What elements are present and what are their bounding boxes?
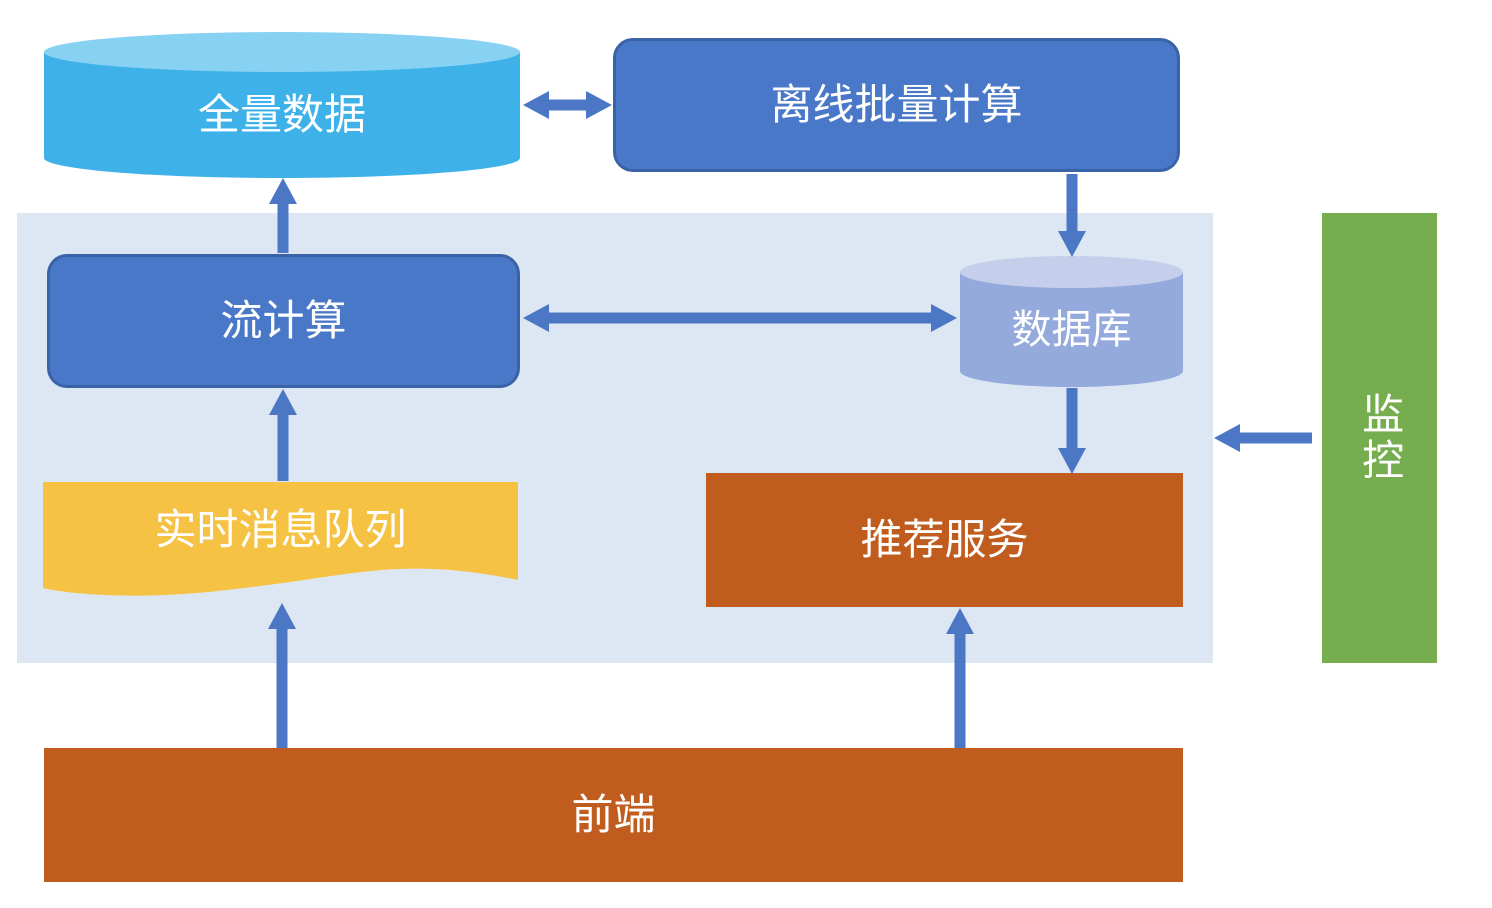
node-offline-batch-label: 离线批量计算 (770, 80, 1023, 128)
node-realtime-queue-label: 实时消息队列 (154, 505, 407, 553)
node-frontend-label: 前端 (571, 790, 656, 838)
cylinder-shape (44, 32, 520, 178)
node-stream-compute: 流计算 (47, 254, 520, 388)
arrow-monitor-panel (1214, 424, 1312, 452)
node-monitor: 监控 (1322, 213, 1437, 663)
node-realtime-queue: 实时消息队列 (43, 482, 518, 602)
node-monitor-label: 监控 (1356, 392, 1404, 484)
node-stream-compute-label: 流计算 (220, 296, 347, 344)
node-recommend-service: 推荐服务 (706, 473, 1183, 607)
node-frontend: 前端 (44, 748, 1183, 882)
node-full-data: 全量数据 (44, 32, 520, 178)
node-full-data-label: 全量数据 (197, 90, 366, 138)
arrow-fulldata-offline (523, 91, 612, 119)
node-database-label: 数据库 (1011, 307, 1132, 352)
node-database: 数据库 (960, 256, 1183, 387)
cylinder-shape (960, 256, 1183, 387)
wave-document-shape (43, 482, 518, 596)
node-recommend-service-label: 推荐服务 (860, 515, 1029, 563)
node-offline-batch: 离线批量计算 (613, 38, 1180, 172)
